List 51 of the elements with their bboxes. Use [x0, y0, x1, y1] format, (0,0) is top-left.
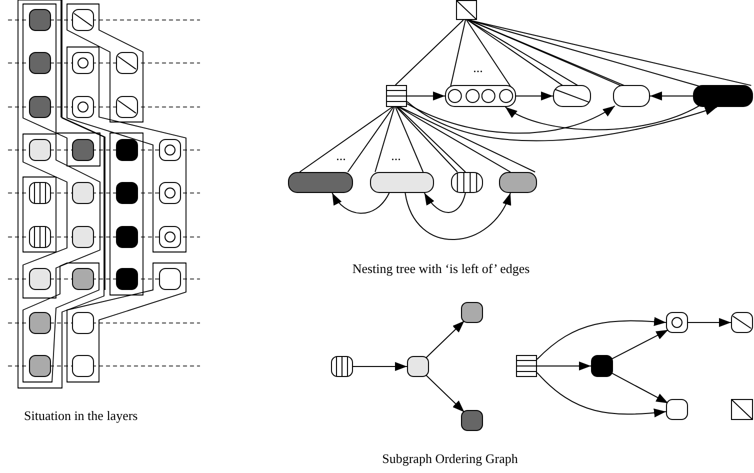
capsule [370, 172, 434, 193]
arrow [332, 192, 390, 214]
capsule [693, 85, 753, 107]
node [407, 356, 429, 377]
tree-line [399, 106, 536, 172]
ring-node [666, 312, 688, 333]
caption: Nesting tree with ‘is left of’ edges [352, 261, 530, 276]
arrow [536, 362, 592, 370]
ellipsis: ... [391, 148, 401, 163]
ellipsis: ... [336, 148, 346, 163]
node [461, 410, 483, 431]
tree-line [398, 106, 511, 172]
striped-box [516, 355, 537, 377]
tree-line [450, 20, 466, 87]
capsule [613, 85, 650, 107]
crossed-box [731, 399, 753, 420]
arrow [536, 372, 666, 418]
arrow [406, 101, 718, 142]
arrow [688, 318, 732, 327]
ring-capsule [445, 85, 516, 107]
tree-line [394, 20, 464, 86]
arrow [425, 320, 465, 359]
striped-capsule [451, 172, 483, 193]
node [666, 399, 688, 420]
arrow [404, 192, 511, 240]
arrow [352, 362, 408, 371]
arrow [650, 92, 694, 100]
caption: Subgraph Ordering Graph [382, 451, 518, 466]
caption: Situation in the layers [24, 408, 138, 423]
tree-line [466, 20, 511, 87]
striped-node [331, 356, 353, 377]
arrow [425, 374, 465, 413]
ellipsis: ... [473, 60, 483, 75]
arrow [536, 317, 666, 360]
hatched-capsule [553, 85, 591, 107]
node [461, 302, 483, 323]
hatched-node [731, 312, 753, 333]
arrow [424, 192, 466, 213]
tree-line [374, 106, 395, 172]
arrow [406, 103, 616, 134]
node [591, 355, 613, 377]
tree-line [347, 106, 394, 172]
arrow [406, 92, 446, 100]
crossed-box [456, 0, 477, 20]
tree-line [394, 106, 424, 172]
tree-line [299, 106, 393, 172]
striped-box [386, 85, 407, 107]
capsule [288, 172, 353, 193]
arrow [516, 92, 554, 100]
arrow [504, 105, 700, 130]
capsule [499, 172, 537, 193]
